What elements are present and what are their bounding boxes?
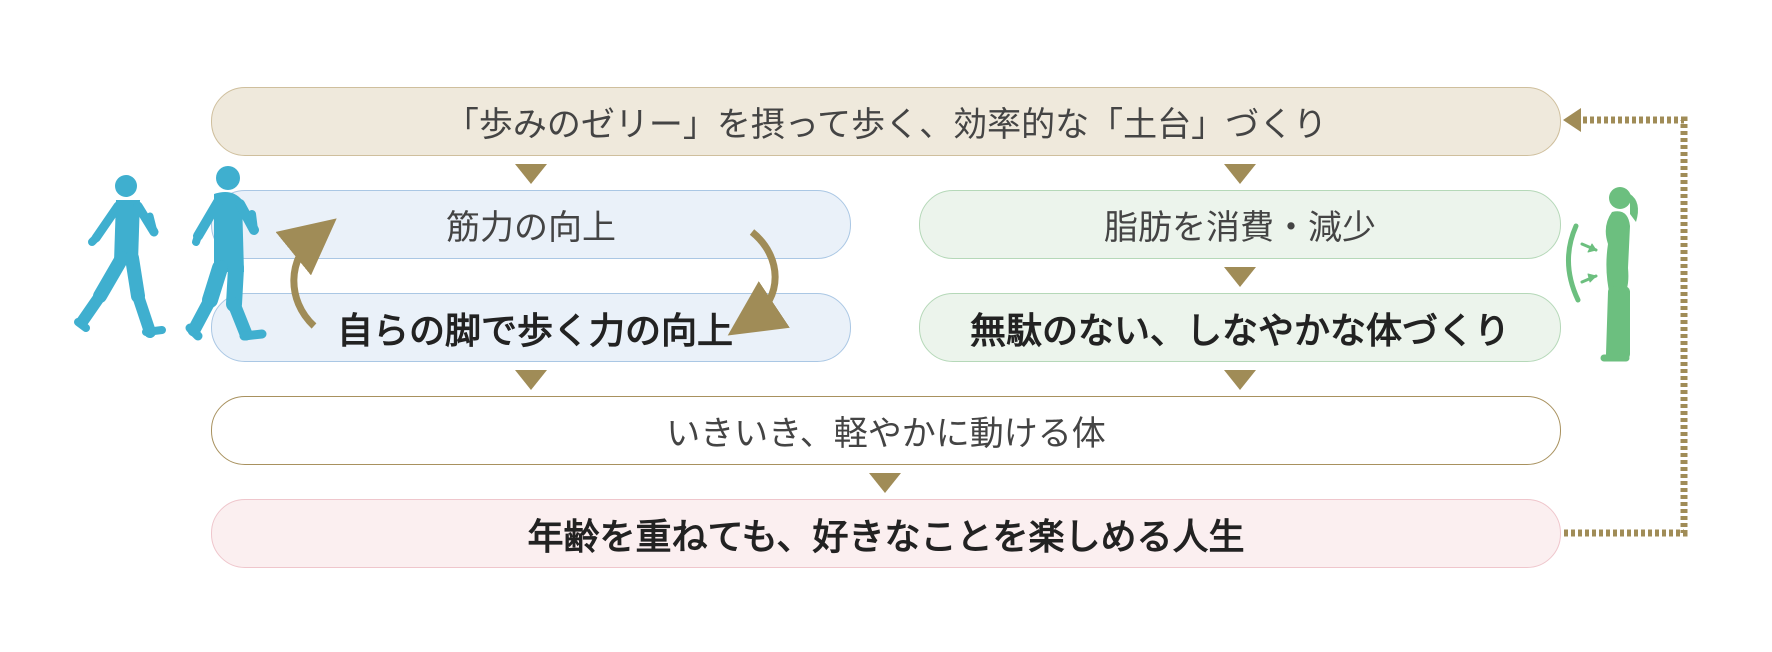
standing-woman-icon	[1565, 187, 1638, 362]
life-box: 年齢を重ねても、好きなことを楽しめる人生	[211, 499, 1561, 568]
fat-upper-text: 脂肪を消費・減少	[1104, 208, 1376, 248]
life-box-text: 年齢を重ねても、好きなことを楽しめる人生	[527, 516, 1245, 558]
fat-lower-text: 無駄のない、しなやかな体づくり	[969, 310, 1510, 352]
fat-upper-box: 脂肪を消費・減少	[919, 190, 1561, 259]
down-arrow-fat-body	[1224, 370, 1256, 390]
down-arrow-top-left	[515, 164, 547, 184]
body-box: いきいき、軽やかに動ける体	[211, 396, 1561, 465]
down-arrow-muscle-body	[515, 370, 547, 390]
feedback-loop-arrow-icon	[1563, 108, 1688, 537]
body-box-text: いきいき、軽やかに動ける体	[666, 414, 1106, 454]
top-box: 「歩みのゼリー」を摂って歩く、効率的な「土台」づくり	[211, 87, 1561, 156]
top-box-text: 「歩みのゼリー」を摂って歩く、効率的な「土台」づくり	[444, 105, 1328, 145]
down-arrow-body-life	[869, 473, 901, 493]
muscle-lower-text: 自らの脚で歩く力の向上	[336, 310, 733, 352]
fat-lower-box: 無駄のない、しなやかな体づくり	[919, 293, 1561, 362]
down-arrow-fat	[1224, 267, 1256, 287]
muscle-upper-text: 筋力の向上	[446, 208, 616, 248]
muscle-upper-box: 筋力の向上	[211, 190, 851, 259]
walking-man-icon	[74, 175, 166, 338]
down-arrow-top-right	[1224, 164, 1256, 184]
muscle-lower-box: 自らの脚で歩く力の向上	[211, 293, 851, 362]
